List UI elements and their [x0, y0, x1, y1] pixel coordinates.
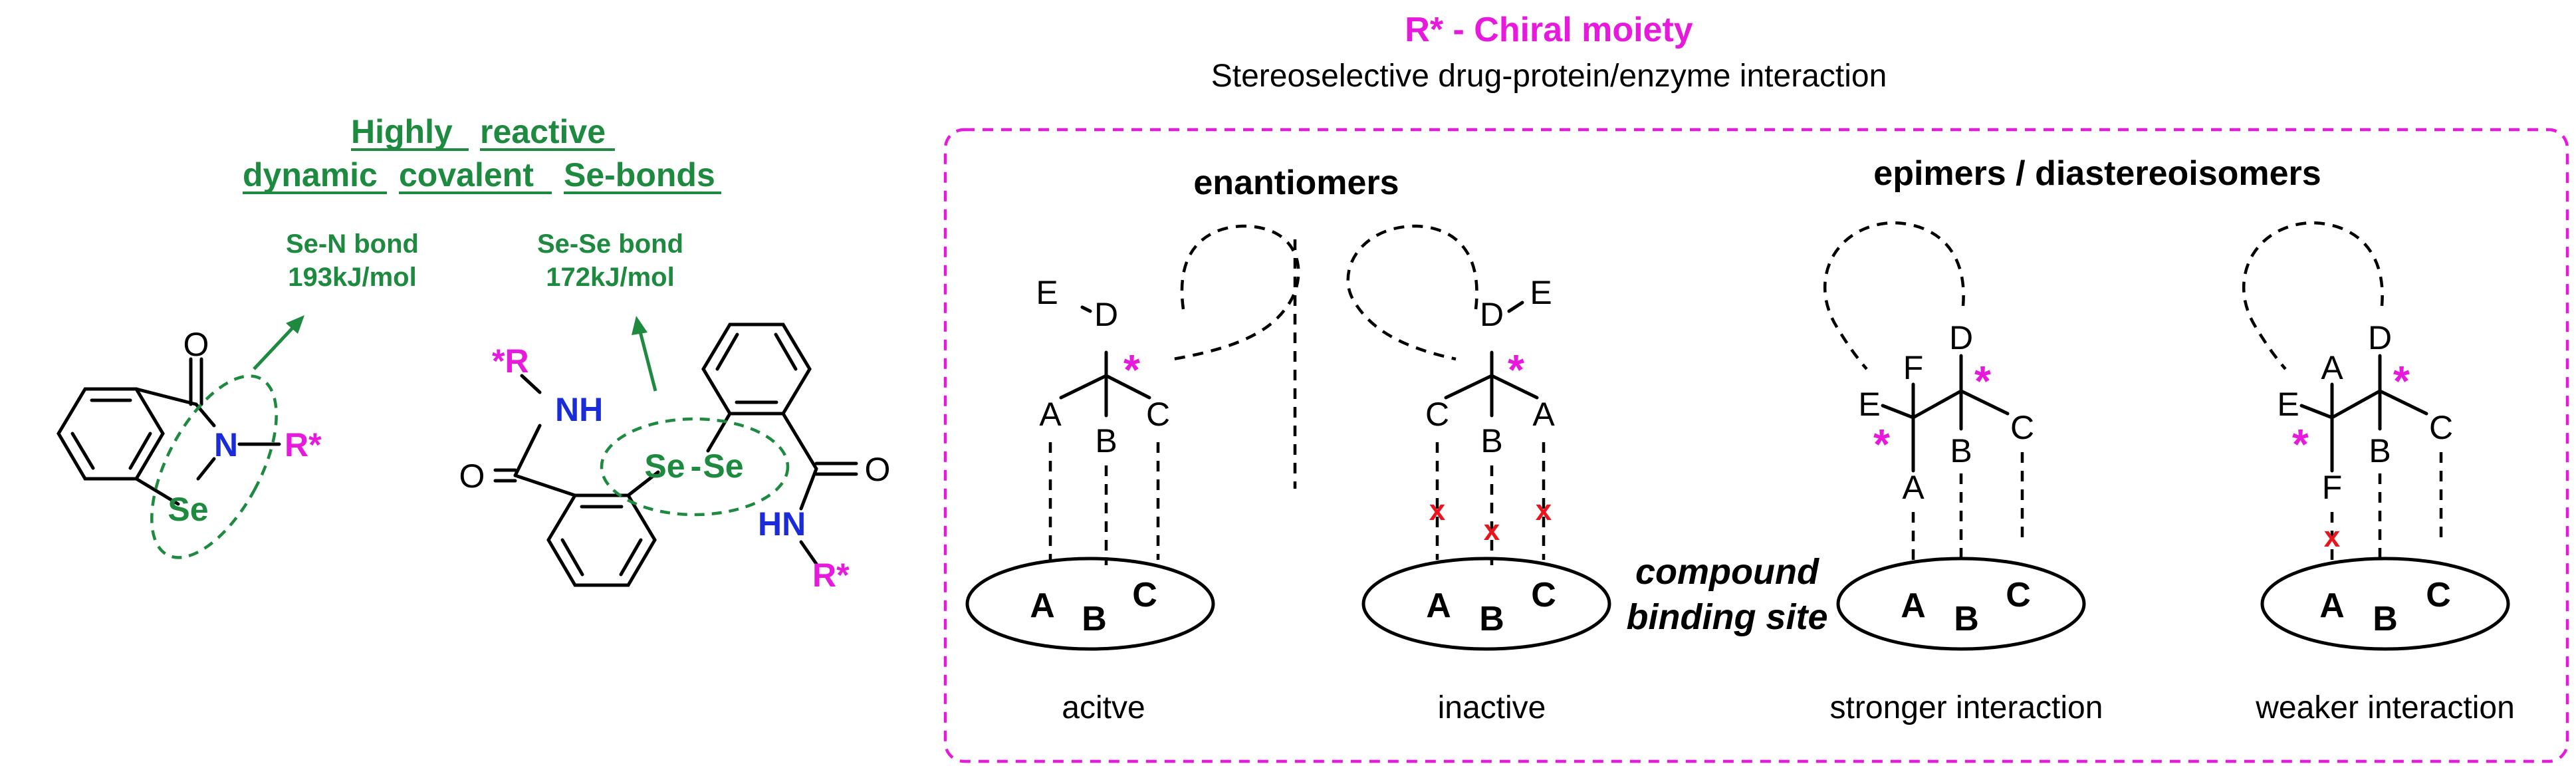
enantiomers-heading: enantiomers: [1193, 164, 1399, 202]
binding-site: A B C: [965, 557, 1215, 651]
compound-binding-site-label: binding site: [1627, 597, 1828, 637]
binding-site: A B C: [1836, 557, 2086, 651]
binding-site-letter: A: [1030, 586, 1055, 625]
left-r-group: *R: [492, 342, 529, 380]
right-r-group: R*: [812, 557, 850, 594]
reactive-bonds-heading: Highly reactive dynamic covalent Se-bond…: [243, 113, 721, 194]
binding-site-letter: C: [1531, 576, 1556, 614]
stereocenter-star: *: [1974, 357, 1991, 405]
se-n-bond-energy: 193kJ/mol: [288, 263, 416, 292]
atom-label-a: A: [1902, 469, 1925, 506]
atom-label-f: F: [2322, 469, 2343, 506]
binding-site-letter: A: [1901, 586, 1926, 625]
binding-site-letter: B: [1479, 600, 1504, 638]
binding-site-letter: B: [2373, 600, 2398, 638]
atom-label-e: E: [1036, 274, 1058, 311]
molecule-caption: inactive: [1438, 690, 1546, 725]
binding-site-letter: C: [2426, 576, 2451, 614]
left-amide-nh: NH: [555, 391, 603, 428]
atom-label-d: D: [1094, 296, 1118, 333]
header-title: R* - Chiral moiety: [1405, 11, 1693, 49]
compound-binding-site-label: compound: [1635, 552, 1819, 592]
binding-site: A B C: [2260, 557, 2510, 651]
diselenide-structure: O NH *R Se - Se O HN R*: [459, 322, 891, 594]
right-amide-hn: HN: [758, 505, 806, 543]
ebselen-oxygen: O: [183, 326, 209, 363]
se-n-bond-highlight: [150, 374, 278, 559]
atom-label-c: C: [2010, 409, 2034, 446]
atom-label-a: A: [1039, 396, 1062, 433]
no-interaction-mark: x: [2324, 521, 2341, 553]
right-amide-oxygen: O: [865, 451, 891, 488]
stereocenter-star: *: [1123, 346, 1140, 394]
no-interaction-mark: x: [1429, 494, 1446, 527]
ebselen-nitrogen: N: [214, 426, 238, 463]
atom-label-c: C: [1146, 396, 1170, 433]
no-interaction-mark: x: [1536, 494, 1552, 527]
heading-word: Se-bonds: [564, 156, 715, 193]
ebselen-structure: O N Se R*: [57, 326, 322, 559]
atom-label-b: B: [1950, 432, 1972, 469]
heading-word: Highly: [351, 113, 453, 150]
molecule-caption: weaker interaction: [2255, 690, 2515, 725]
molecule-caption: stronger interaction: [1830, 690, 2103, 725]
se-se-bond-label: Se-Se bond: [537, 229, 683, 259]
se-n-bond-label: Se-N bond: [286, 229, 419, 259]
header-subtitle: Stereoselective drug-protein/enzyme inte…: [1211, 59, 1887, 94]
heading-word: covalent: [399, 156, 534, 193]
se-se-bond-highlight: [600, 417, 790, 517]
se-n-bond-arrow: [253, 315, 304, 370]
molecule-stronger: F E A D B C * * A B C stronger interacti…: [1823, 221, 2103, 725]
ebselen-r-group: R*: [285, 426, 322, 463]
binding-site-letter: C: [2006, 576, 2031, 614]
binding-site-letter: B: [1082, 600, 1107, 638]
epimers-heading: epimers / diastereoisomers: [1873, 154, 2321, 193]
atom-label-c: C: [1425, 396, 1449, 433]
selenium-atom-2: Se: [703, 448, 743, 485]
atom-label-b: B: [1480, 422, 1502, 459]
atom-label-b: B: [2369, 432, 2391, 469]
atom-label-b: B: [1095, 422, 1117, 459]
atom-label-f: F: [1903, 349, 1924, 386]
se-se-bond-arrow: [632, 316, 657, 392]
binding-site-letter: B: [1954, 600, 1979, 638]
binding-site-letter: C: [1132, 576, 1157, 614]
binding-site-letter: A: [1426, 586, 1451, 625]
atom-label-c: C: [2429, 409, 2453, 446]
stereoselectivity-panel: [943, 128, 2569, 763]
se-se-bond-energy: 172kJ/mol: [546, 263, 674, 292]
molecule-caption: acitve: [1062, 690, 1145, 725]
atom-label-a: A: [2321, 349, 2343, 386]
atom-label-d: D: [2368, 319, 2392, 356]
ebselen-selenium: Se: [168, 491, 208, 528]
left-amide-oxygen: O: [459, 457, 485, 495]
heading-word: reactive: [480, 113, 606, 150]
atom-label-e: E: [1530, 274, 1552, 311]
stereocenter-star: *: [2393, 357, 2410, 405]
se-se-bond-dash: -: [691, 448, 702, 485]
selenium-atom-1: Se: [644, 448, 685, 485]
molecule-weaker: A E F D B C * * x A B C weaker interacti…: [2242, 221, 2515, 725]
stereocenter-star: *: [1873, 420, 1890, 468]
atom-label-d: D: [1480, 296, 1504, 333]
no-interaction-mark: x: [1484, 514, 1500, 547]
stereocenter-star: *: [2292, 420, 2309, 468]
molecule-inactive: D E C B A * x x x A B C inactive: [1346, 224, 1611, 725]
atom-label-d: D: [1949, 319, 1973, 356]
binding-site-letter: A: [2319, 586, 2345, 625]
molecule-active: E D A B C * A B C acitve: [965, 224, 1300, 725]
atom-label-e: E: [1858, 386, 1880, 423]
stereocenter-star: *: [1508, 346, 1524, 394]
atom-label-e: E: [2277, 386, 2299, 423]
binding-site: A B C: [1361, 557, 1611, 651]
heading-word: dynamic: [243, 156, 378, 193]
atom-label-a: A: [1532, 396, 1555, 433]
